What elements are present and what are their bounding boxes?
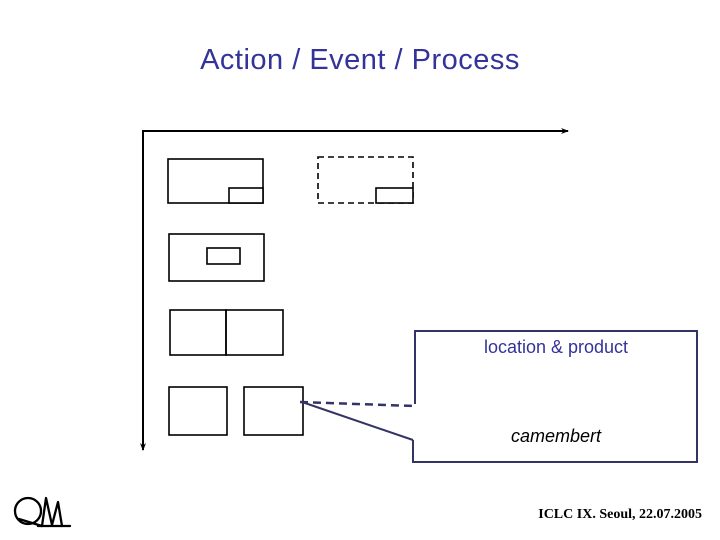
process-box-1 xyxy=(167,158,264,204)
process-box-1-subbox xyxy=(228,187,264,204)
callout-pointer-solid-line xyxy=(301,401,414,441)
process-box-3b xyxy=(225,309,284,356)
process-box-2-innerbox xyxy=(206,247,241,265)
footer-conference-label: ICLC IX. Seoul, 22.07.2005 xyxy=(538,507,702,522)
process-box-2 xyxy=(168,233,265,282)
process-box-dashed-subbox xyxy=(375,187,414,204)
process-box-3a xyxy=(169,309,227,356)
process-box-4a xyxy=(168,386,228,436)
qm-logo-m-strokes xyxy=(40,496,64,528)
process-box-4b xyxy=(243,386,304,436)
qm-logo-q-circle xyxy=(13,496,43,526)
qm-logo xyxy=(13,496,72,528)
qm-logo-q-tail xyxy=(17,517,44,528)
callout-box xyxy=(412,330,698,463)
callout-top-label: location & product xyxy=(483,337,629,357)
callout-pointer-dashed-line xyxy=(299,400,415,408)
slide-title: Action / Event / Process xyxy=(200,44,520,76)
callout-bottom-label: camembert xyxy=(510,426,602,446)
axis-corner-line xyxy=(142,130,568,449)
